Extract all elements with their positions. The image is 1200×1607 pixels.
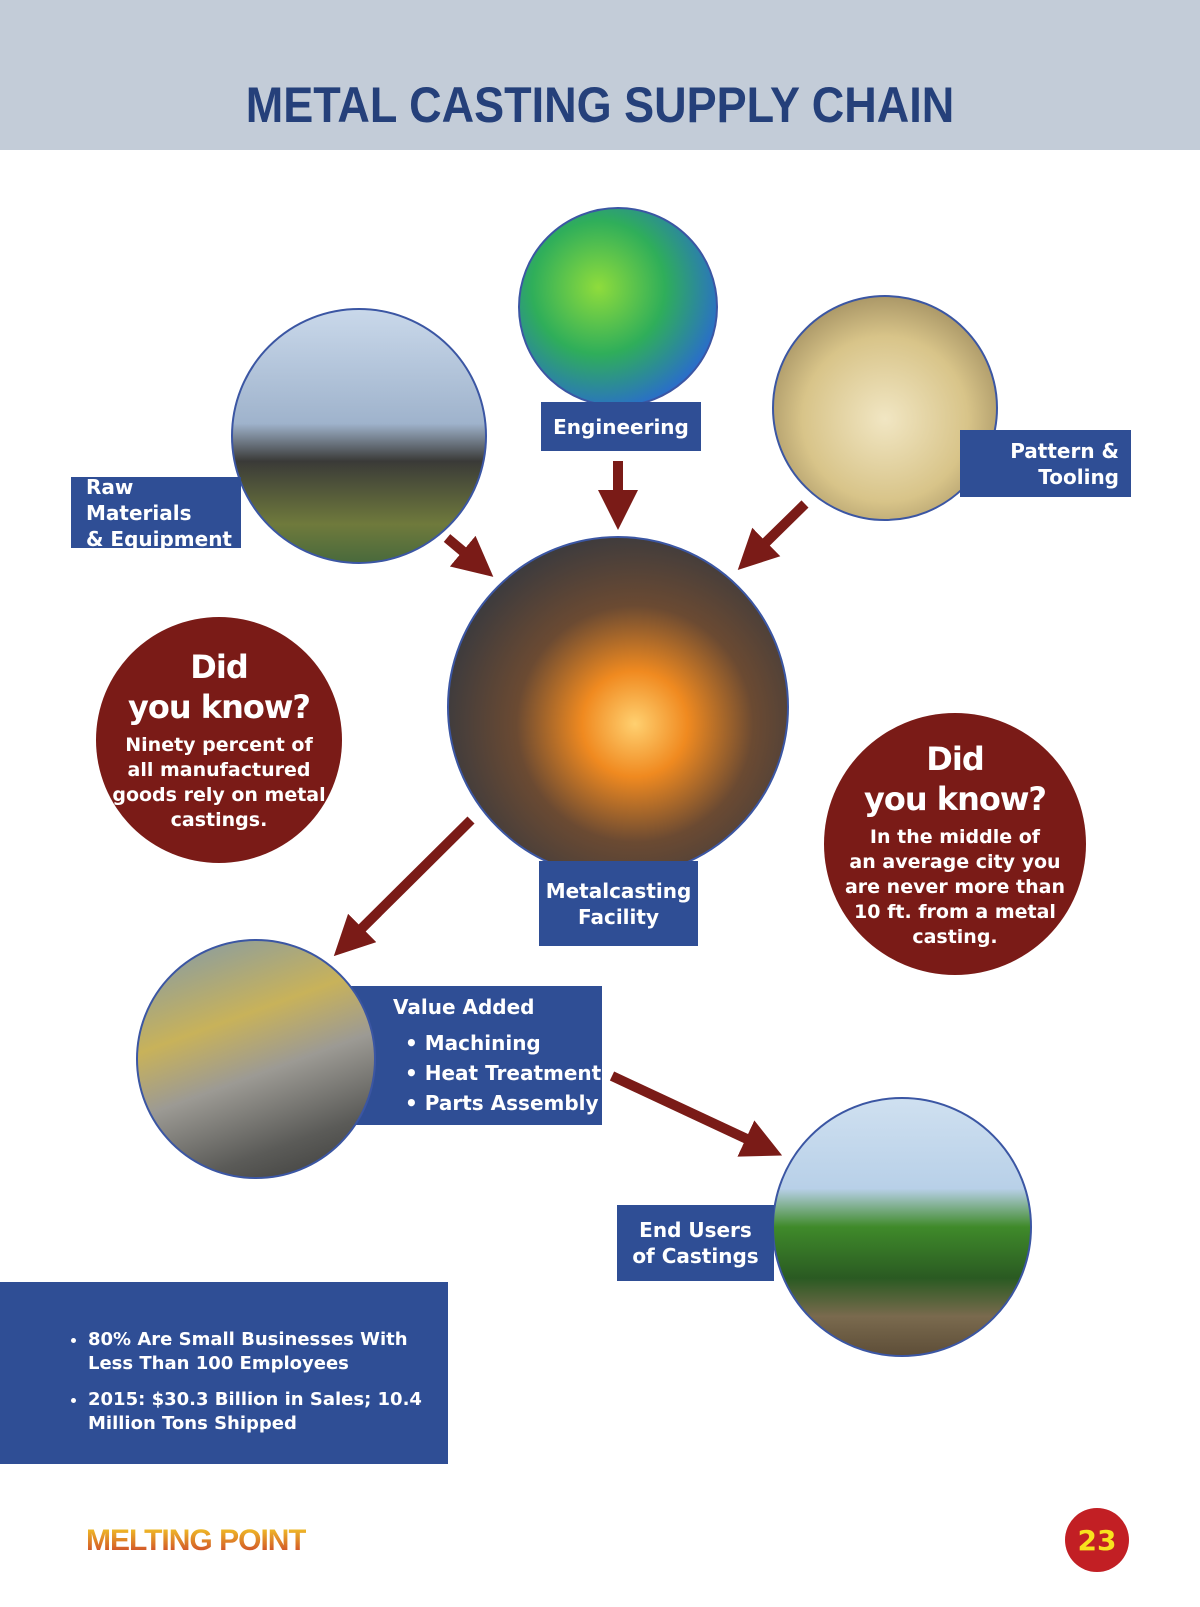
value-added-item: • Machining [405, 1031, 541, 1055]
value-added-item: • Parts Assembly [405, 1091, 599, 1115]
value-added-item: • Heat Treatment [405, 1061, 602, 1085]
value-added-box: Value Added • Machining • Heat Treatment… [338, 986, 602, 1125]
engineering-label: Engineering [541, 402, 701, 451]
page-title: METAL CASTING SUPPLY CHAIN [245, 77, 955, 133]
engineering-image [518, 207, 718, 407]
arrow-value-to-endusers [609, 1071, 783, 1157]
fact-item: 2015: $30.3 Billion in Sales; 10.4 Milli… [88, 1388, 428, 1436]
brand-logo: MELTING POINT [86, 1524, 307, 1557]
raw-materials-label: Raw Materials& Equipment [71, 475, 241, 551]
arrow-raw-to-facility [443, 534, 494, 577]
page-number: 23 [1065, 1508, 1129, 1572]
arrow-facility-to-value [333, 816, 475, 957]
facts-box: 80% Are Small Businesses With Less Than … [0, 1282, 448, 1464]
end-users-image [772, 1097, 1032, 1357]
arrow-pattern-to-facility [737, 500, 809, 571]
value-added-image [136, 939, 376, 1179]
pattern-tooling-label: Pattern &Tooling [960, 430, 1131, 497]
header-band [0, 0, 1200, 150]
fact-item: 80% Are Small Businesses With Less Than … [88, 1328, 428, 1376]
metalcasting-facility-image [447, 536, 789, 878]
raw-materials-image [231, 308, 487, 564]
